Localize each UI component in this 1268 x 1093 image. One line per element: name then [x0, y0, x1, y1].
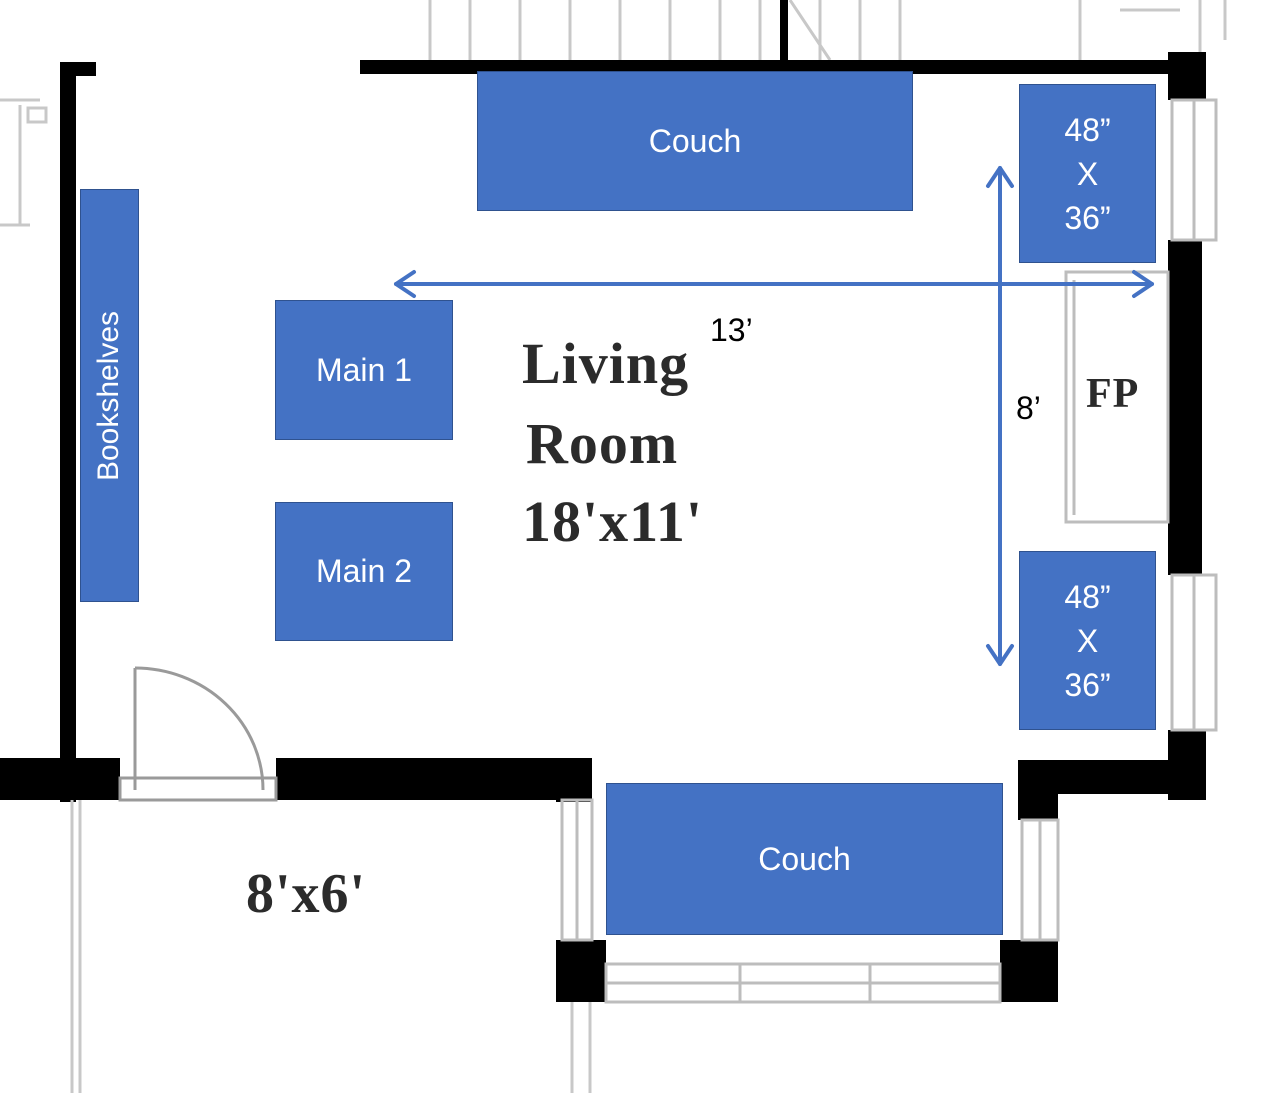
side-table-top-x: X — [1076, 155, 1099, 192]
dimension-arrow-horizontal — [394, 270, 1154, 298]
stair-lines — [428, 0, 1227, 62]
side-table-bottom-depth: 36” — [1064, 666, 1111, 703]
couch-bottom-label: Couch — [758, 840, 851, 877]
windows — [560, 98, 1218, 1004]
dimension-horizontal-label: 13’ — [710, 312, 753, 348]
stair-diagonal — [788, 0, 832, 61]
room-title-line3: 18'x11' — [522, 489, 704, 554]
couch-top-label: Couch — [648, 122, 742, 159]
room-title-line1: Living — [522, 331, 690, 396]
chair-main-1: Main 1 — [275, 300, 453, 440]
fireplace-label: FP — [1086, 371, 1140, 417]
side-table-bottom-width: 48” — [1064, 578, 1111, 615]
side-table-top-depth: 36” — [1064, 199, 1111, 236]
door — [118, 666, 278, 802]
side-table-bottom-x: X — [1076, 622, 1099, 659]
side-table-bottom: 48” X 36” — [1019, 551, 1156, 730]
couch-bottom: Couch — [606, 783, 1003, 935]
bookshelves: Bookshelves — [80, 189, 139, 602]
couch-top: Couch — [477, 71, 913, 211]
bookshelves-label: Bookshelves — [92, 310, 126, 481]
side-room-size: 8'x6' — [246, 863, 367, 925]
lower-lines — [70, 800, 592, 1093]
chair-main-2: Main 2 — [275, 502, 453, 641]
chair-main-1-label: Main 1 — [315, 351, 413, 388]
exterior-lines — [0, 98, 48, 227]
fireplace-hearth — [1064, 270, 1170, 524]
walls — [0, 52, 1206, 1002]
side-table-top: 48” X 36” — [1019, 84, 1156, 263]
dimension-vertical-label: 8’ — [1016, 390, 1041, 426]
dimension-arrow-vertical — [986, 166, 1014, 666]
side-table-top-width: 48” — [1064, 111, 1111, 148]
chair-main-2-label: Main 2 — [315, 553, 413, 589]
room-title-line2: Room — [526, 411, 679, 476]
